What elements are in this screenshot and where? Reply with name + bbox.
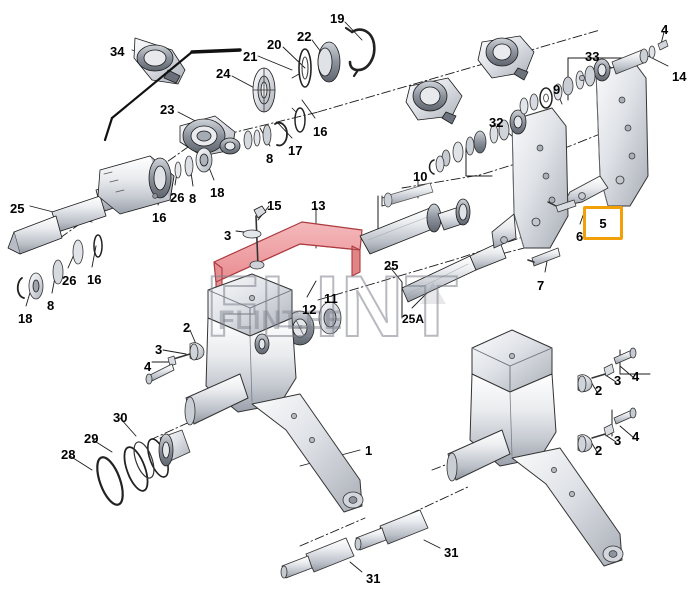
callout-25a[interactable]: 25A [402, 312, 425, 326]
callout-14[interactable]: 14 [672, 69, 687, 84]
callout-31[interactable]: 31 [444, 545, 459, 560]
callout-23[interactable]: 23 [160, 102, 175, 117]
callout-8[interactable]: 8 [47, 298, 55, 313]
callout-13[interactable]: 13 [311, 198, 326, 213]
callout-30[interactable]: 30 [113, 410, 128, 425]
callout-25[interactable]: 25 [10, 201, 25, 216]
callout-31[interactable]: 31 [366, 571, 381, 586]
callout-28[interactable]: 28 [61, 447, 76, 462]
callout-4[interactable]: 4 [661, 22, 669, 37]
callout-3[interactable]: 3 [614, 373, 622, 388]
callout-2[interactable]: 2 [595, 383, 603, 398]
callout-3[interactable]: 3 [155, 342, 163, 357]
callout-18[interactable]: 18 [210, 185, 225, 200]
callout-8[interactable]: 8 [189, 191, 197, 206]
callout-7[interactable]: 7 [537, 278, 545, 293]
callout-10[interactable]: 10 [413, 169, 428, 184]
callout-15[interactable]: 15 [267, 198, 282, 213]
callout-4[interactable]: 4 [632, 429, 640, 444]
callout-2[interactable]: 2 [183, 320, 191, 335]
callout-17[interactable]: 17 [288, 143, 303, 158]
callout-25[interactable]: 25 [384, 258, 399, 273]
callout-16[interactable]: 16 [152, 210, 167, 225]
callout-24[interactable]: 24 [216, 66, 231, 81]
callout-22[interactable]: 22 [297, 29, 312, 44]
callout-3[interactable]: 3 [614, 433, 622, 448]
callout-26[interactable]: 26 [170, 190, 185, 205]
callout-19[interactable]: 19 [330, 11, 345, 26]
callout-2[interactable]: 2 [595, 443, 603, 458]
callout-11[interactable]: 11 [324, 291, 338, 306]
callout-29[interactable]: 29 [84, 431, 99, 446]
callout-9[interactable]: 9 [553, 82, 561, 97]
callout-8[interactable]: 8 [266, 151, 274, 166]
callout-32[interactable]: 32 [489, 115, 504, 130]
callout-12[interactable]: 12 [302, 302, 317, 317]
callout-3[interactable]: 3 [224, 228, 232, 243]
callout-20[interactable]: 20 [267, 37, 282, 52]
callout-6[interactable]: 6 [576, 229, 584, 244]
callout-18[interactable]: 18 [18, 311, 33, 326]
callout-21[interactable]: 21 [243, 49, 258, 64]
callout-16[interactable]: 16 [313, 124, 328, 139]
callout-4[interactable]: 4 [632, 369, 640, 384]
highlighted-callout-5[interactable]: 5 [583, 206, 623, 240]
callout-34[interactable]: 34 [110, 44, 125, 59]
callout-1[interactable]: 1 [365, 443, 373, 458]
callout-33[interactable]: 33 [585, 49, 600, 64]
callout-16[interactable]: 16 [87, 272, 102, 287]
callout-26[interactable]: 26 [62, 273, 77, 288]
callout-4[interactable]: 4 [144, 359, 152, 374]
